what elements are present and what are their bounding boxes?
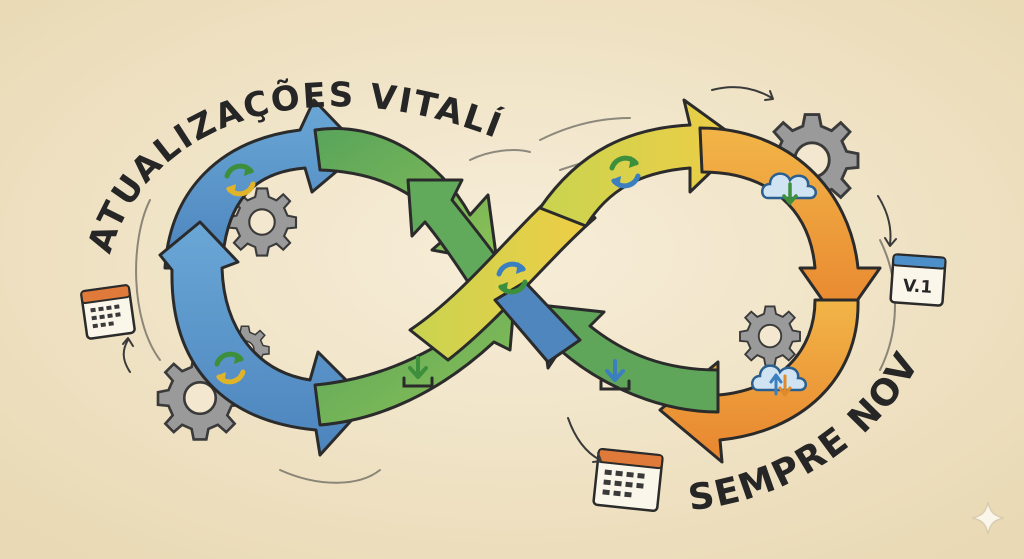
blue-arrow-upper xyxy=(163,98,364,270)
refresh-icon xyxy=(496,261,528,295)
orange-arrow-bottom xyxy=(658,298,860,464)
version-badge: V.1 xyxy=(902,276,933,298)
yellow-crossing-band xyxy=(408,183,597,362)
cloud-download-icon xyxy=(761,172,817,205)
download-icon xyxy=(402,356,434,388)
refresh-icon xyxy=(609,155,641,189)
refresh-icon xyxy=(214,351,246,385)
refresh-icon xyxy=(224,163,256,197)
blue-crossing-band xyxy=(493,280,582,364)
sparkle-icon xyxy=(971,501,1005,535)
yellow-arrow-top xyxy=(538,98,744,228)
orange-arrow-right xyxy=(698,126,882,327)
version-calendar-icon: V.1 xyxy=(889,253,947,307)
calendar-icon xyxy=(592,447,664,513)
gear-icon xyxy=(739,305,801,367)
cloud-sync-icon xyxy=(751,364,807,397)
download-icon xyxy=(599,359,631,391)
calendar-icon xyxy=(80,284,136,340)
pointer-arrows xyxy=(122,86,897,463)
green-arrow-lower xyxy=(313,290,517,427)
